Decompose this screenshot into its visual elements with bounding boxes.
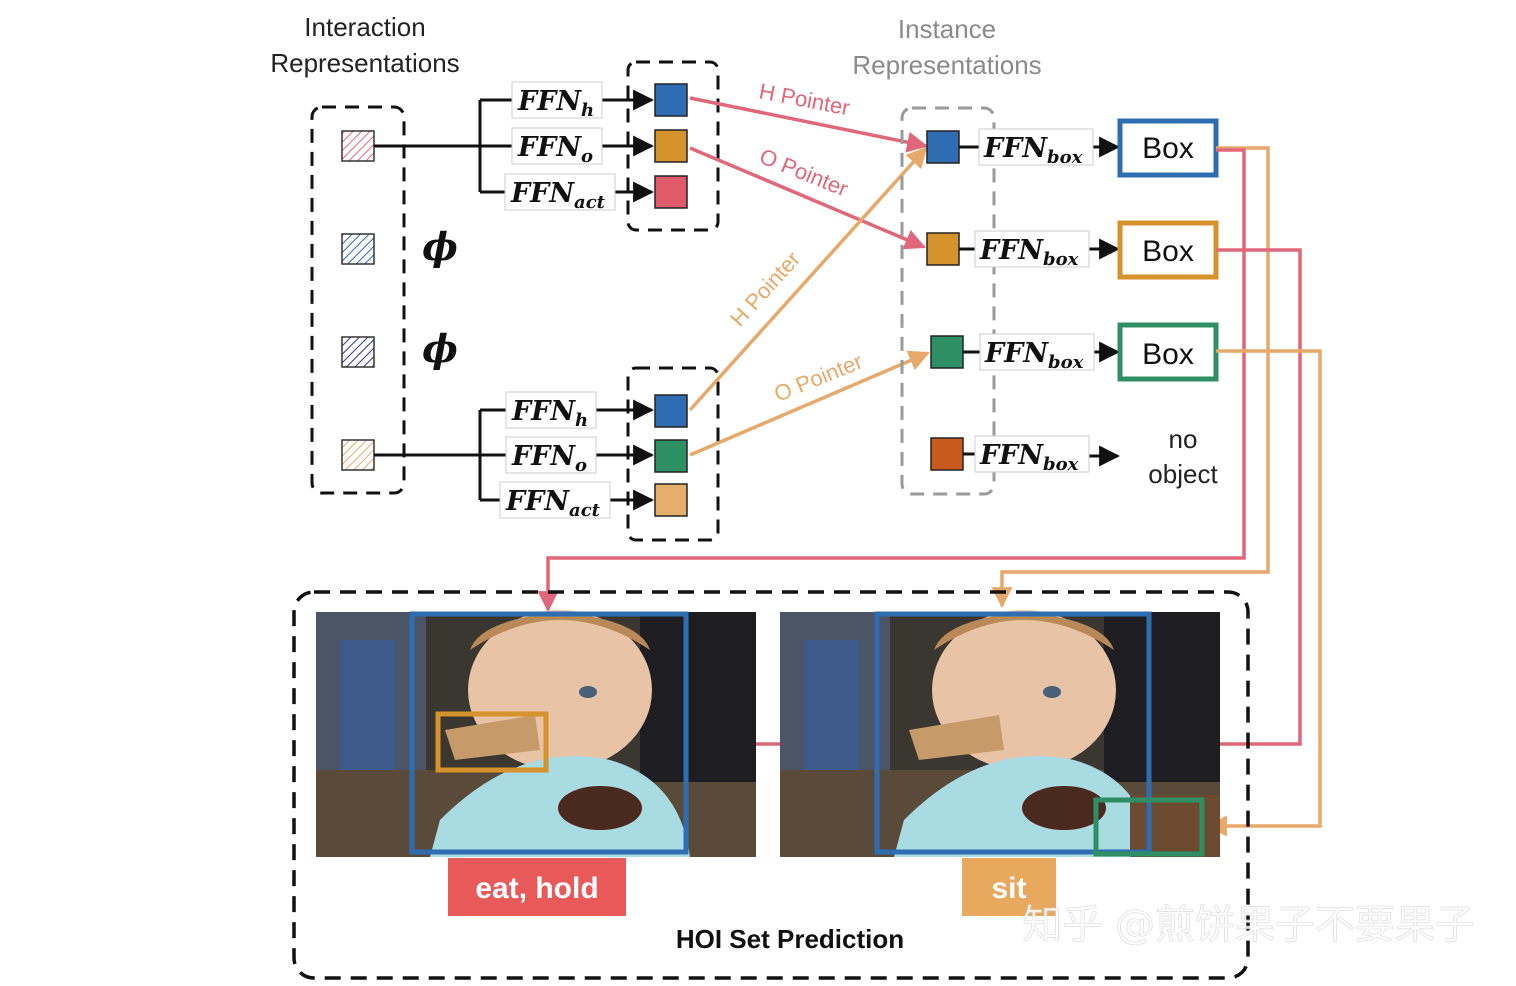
hoi-set-prediction-title: HOI Set Prediction	[676, 924, 904, 954]
box-output-blue	[1117, 118, 1219, 178]
action-tag-left-text: eat, hold	[475, 872, 598, 905]
svg-text:FFNbox: FFNbox	[979, 440, 1079, 475]
top-human-vector	[654, 83, 688, 117]
interaction-query-1	[341, 130, 375, 162]
instance-heading-line2: Representations	[852, 50, 1041, 80]
left-human-bbox	[409, 611, 689, 855]
top-object-vector	[654, 129, 688, 163]
ffn-o-top: FFNo	[511, 127, 603, 167]
interaction-query-4	[341, 439, 375, 471]
interaction-query-3	[341, 336, 375, 368]
instance-heading-line1: Instance	[898, 14, 996, 44]
interaction-query-2	[341, 233, 375, 265]
bottom-branch-connectors	[374, 399, 655, 511]
svg-text:FFNbox: FFNbox	[984, 338, 1084, 373]
svg-text:FFNbox: FFNbox	[979, 235, 1079, 270]
bottom-human-vector	[654, 394, 688, 428]
bottom-object-vector	[654, 439, 688, 473]
phi-symbol-1: ϕ	[422, 224, 458, 269]
right-human-bbox	[874, 611, 1152, 855]
svg-text:FFNh: FFNh	[517, 86, 594, 121]
ffn-h-bottom: FFNh	[505, 391, 597, 431]
blue-box-route-to-left-image	[537, 148, 1246, 613]
box-output-green	[1117, 322, 1219, 382]
hoi-set-prediction-frame	[292, 590, 1250, 980]
o-pointer-top-arrow	[689, 146, 926, 250]
left-photo	[316, 610, 756, 857]
phi-symbol-2: ϕ	[422, 326, 458, 371]
action-tag-right	[962, 858, 1056, 916]
svg-text:FFNact: FFNact	[510, 178, 606, 213]
interaction-heading-line2: Representations	[270, 48, 459, 78]
no-object-line2: object	[1148, 459, 1218, 489]
svg-text:FFNo: FFNo	[517, 132, 593, 167]
action-tag-right-text: sit	[991, 872, 1026, 905]
ffn-act-bottom: FFNact	[499, 481, 611, 521]
box-label-green: Box	[1142, 338, 1194, 371]
h-pointer-top-arrow	[689, 96, 929, 153]
ffn-box-1: FFNbox	[978, 128, 1094, 168]
o-pointer-label-bottom: O Pointer	[771, 349, 867, 407]
bottom-action-vector	[654, 483, 688, 517]
no-object-line1: no	[1169, 424, 1198, 454]
ffn-box-3: FFNbox	[979, 333, 1095, 373]
interaction-group-border	[310, 105, 406, 495]
o-pointer-label-top: O Pointer	[756, 143, 852, 201]
top-branch-connectors	[374, 89, 655, 203]
o-pointer-bottom-arrow	[689, 350, 930, 457]
top-action-vector	[654, 175, 688, 209]
h-pointer-bottom-arrow	[688, 146, 928, 412]
ffn-box-2: FFNbox	[974, 230, 1090, 270]
svg-text:FFNo: FFNo	[511, 441, 587, 476]
box-label-blue: Box	[1142, 132, 1194, 165]
interaction-heading-line1: Interaction	[304, 12, 425, 42]
instance-vector-blue	[926, 130, 960, 164]
left-object-bbox	[435, 711, 549, 773]
box-row-connectors	[959, 136, 1121, 467]
bottom-output-group	[626, 366, 720, 542]
svg-text:FFNh: FFNh	[511, 396, 588, 431]
ffn-h-top: FFNh	[511, 81, 603, 121]
ffn-box-4: FFNbox	[974, 435, 1090, 475]
box-label-orange: Box	[1142, 235, 1194, 268]
instance-vector-orange	[926, 232, 960, 266]
svg-text:FFNbox: FFNbox	[983, 133, 1083, 168]
watermark-text: 知乎 @煎饼果子不要果子	[1022, 902, 1475, 948]
ffn-act-top: FFNact	[504, 173, 616, 213]
green-box-route-to-right-image	[1205, 349, 1322, 837]
right-photo	[780, 610, 1220, 857]
h-pointer-label-bottom: H Pointer	[725, 246, 805, 331]
svg-text:FFNact: FFNact	[505, 486, 601, 521]
ffn-o-bottom: FFNo	[505, 436, 597, 476]
top-output-group	[626, 60, 720, 232]
action-tag-left	[448, 858, 626, 916]
blue-box-route-to-right-image	[991, 146, 1270, 609]
instance-vector-darkorange	[930, 437, 964, 471]
right-object-bbox	[1093, 797, 1205, 857]
instance-vector-green	[930, 335, 964, 369]
instance-group-border	[900, 106, 996, 496]
